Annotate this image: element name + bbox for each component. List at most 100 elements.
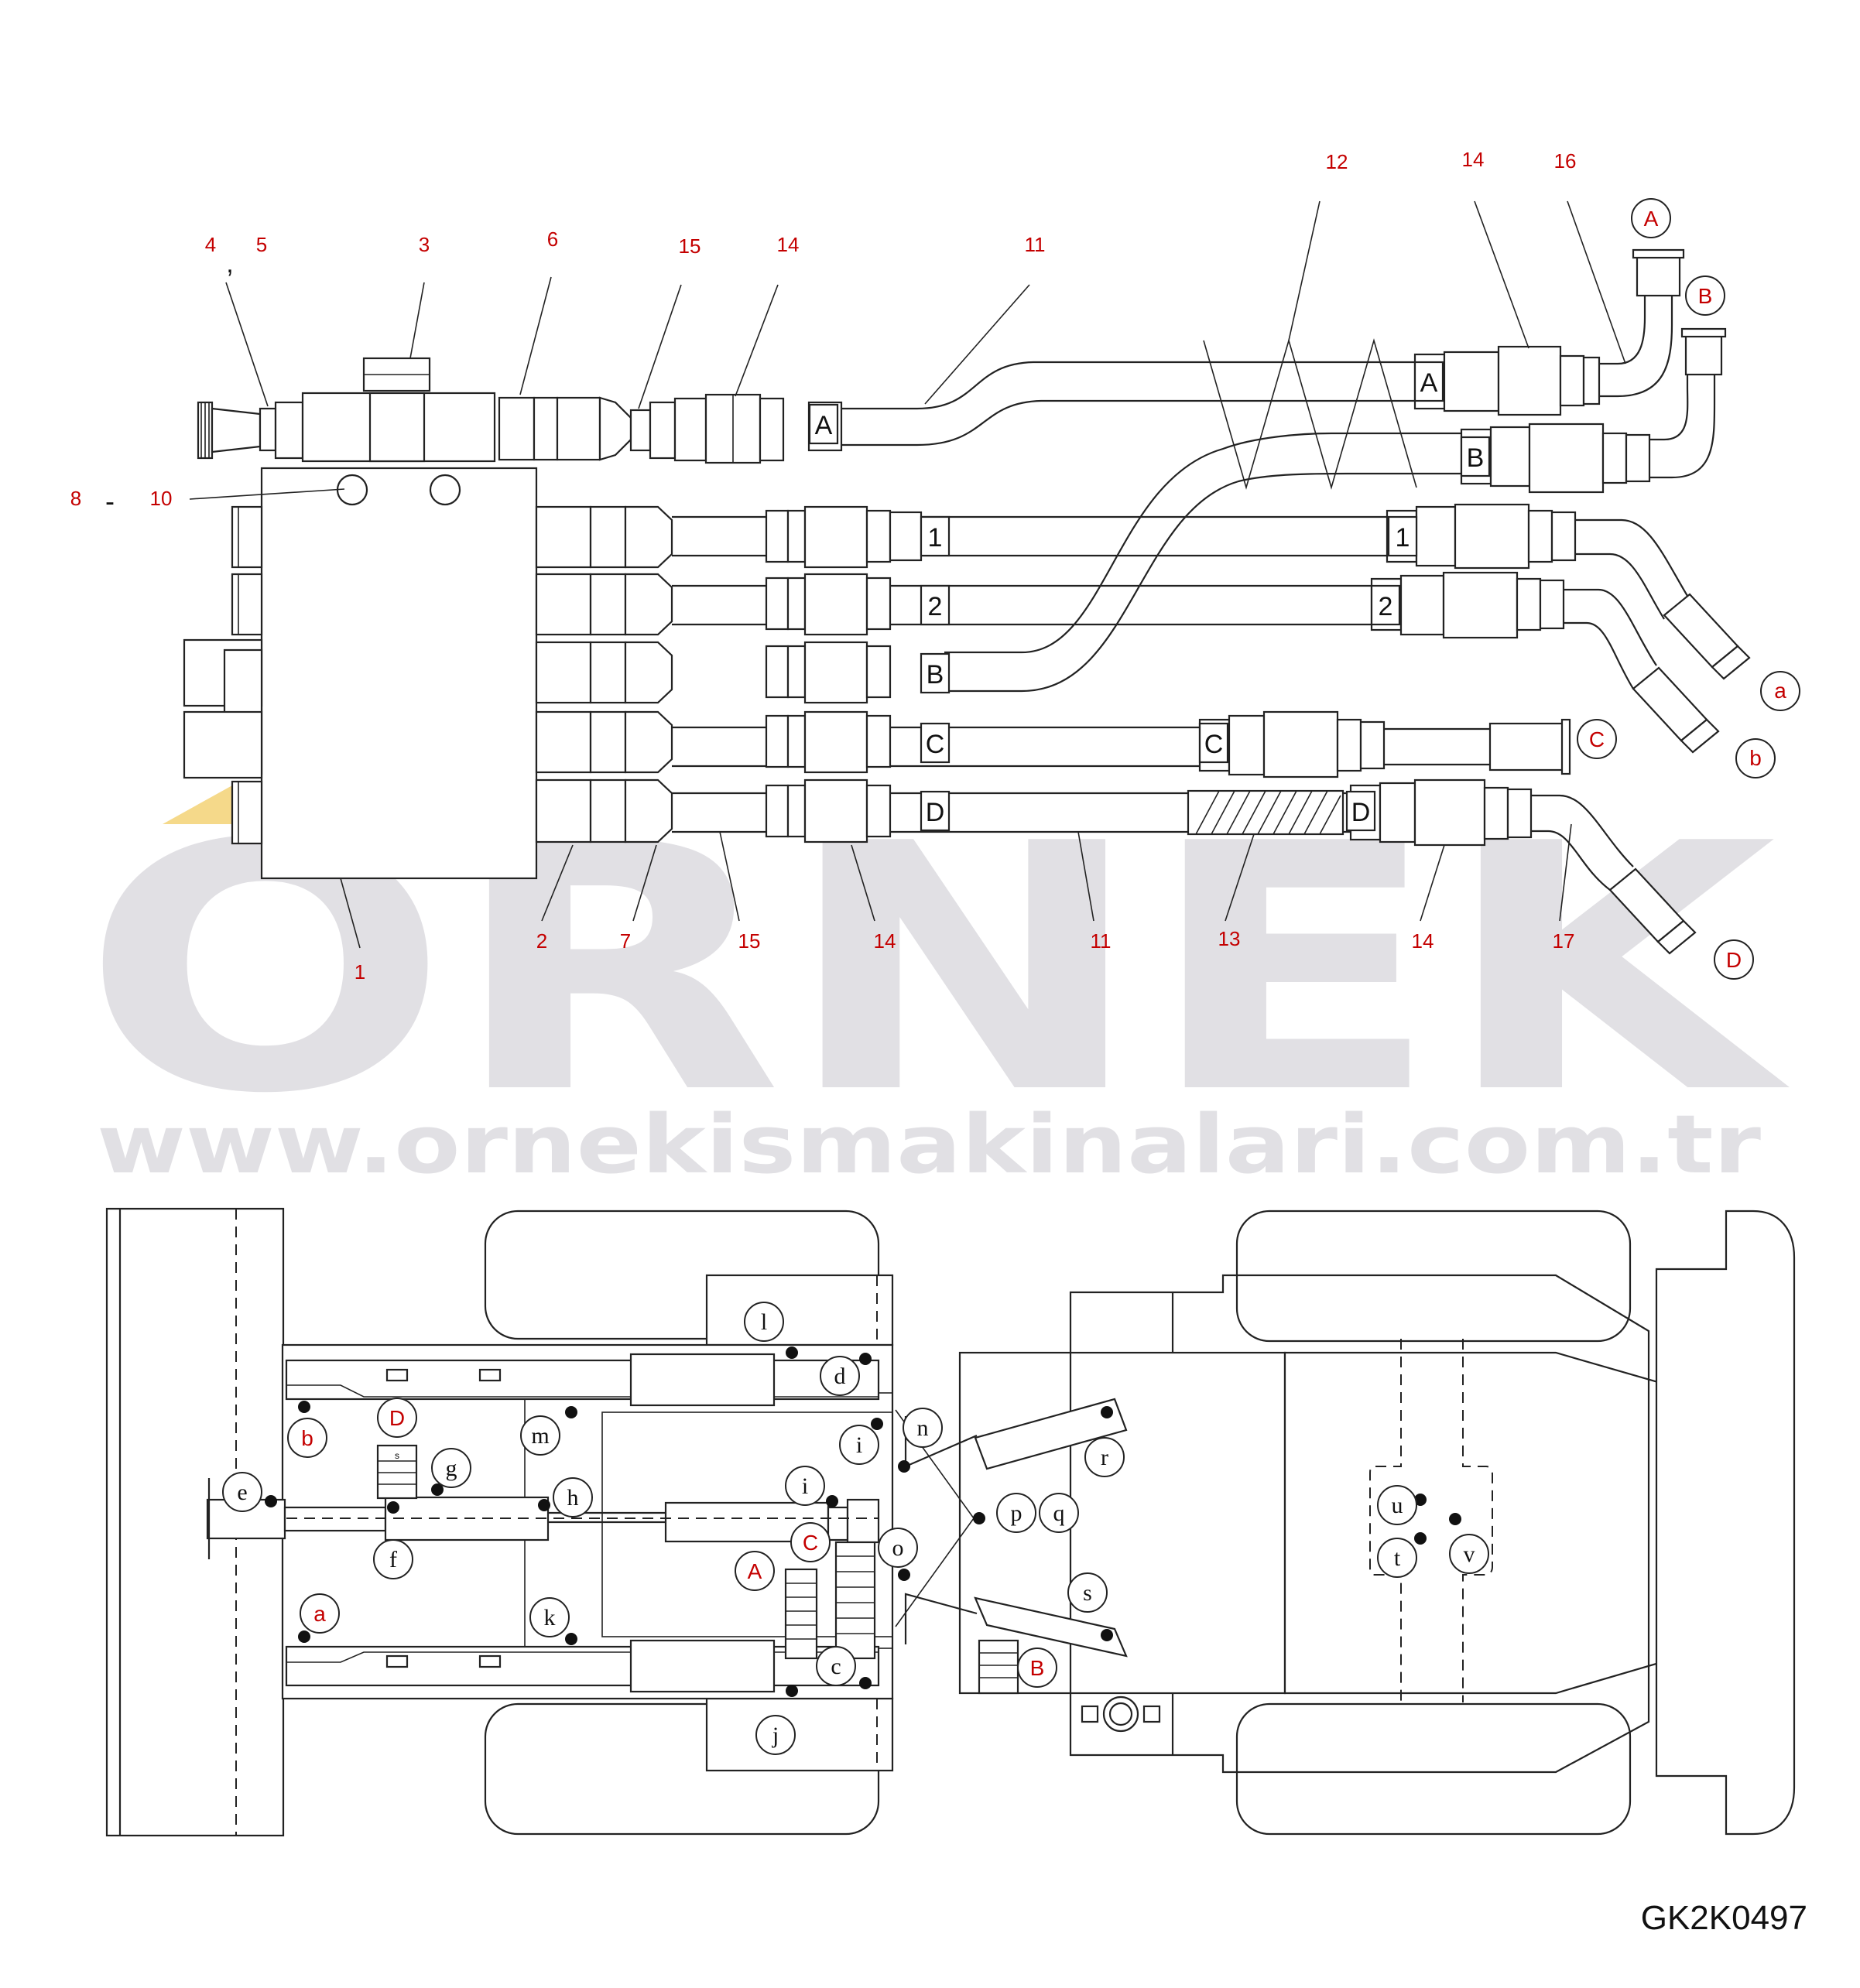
- callout-15-bottom: 15: [738, 929, 761, 953]
- bubble-p: p: [1011, 1500, 1022, 1526]
- front-frame-bottom: [705, 1697, 894, 1772]
- steering-cylinder-bottom: [974, 1596, 1128, 1658]
- tag-D-right-text: D: [1351, 798, 1371, 827]
- valve-block: [260, 467, 538, 880]
- port-B: B: [1698, 284, 1713, 308]
- callout-14-bottom-right: 14: [1412, 929, 1434, 953]
- loader-arm-bottom: [285, 1645, 880, 1687]
- callout-17: 17: [1553, 929, 1575, 953]
- callout-comma: ,: [226, 249, 233, 279]
- tag-C-right: [1198, 722, 1229, 764]
- callout-2: 2: [536, 929, 547, 953]
- callout-4: 4: [205, 233, 216, 256]
- label-plate-text: s: [395, 1450, 399, 1461]
- bubble-d: d: [834, 1364, 846, 1389]
- tag-A-left-text: A: [815, 411, 833, 440]
- tag-2-right-text: 2: [1379, 592, 1393, 621]
- bubble-u: u: [1392, 1493, 1403, 1518]
- callout-7: 7: [620, 929, 631, 953]
- port-C: C: [1589, 727, 1605, 751]
- callout-dash: -: [105, 485, 115, 517]
- tag-A-right: [1413, 361, 1444, 402]
- counterweight: [1655, 1210, 1796, 1836]
- port-b: b: [1749, 746, 1762, 770]
- engine-outline-right: [1462, 1339, 1493, 1702]
- tag-C-left-text: C: [926, 730, 945, 759]
- machine-bubbles: l d b m D g i i n r e h f p q C o A a k …: [222, 1302, 1489, 1755]
- bubble-v: v: [1464, 1541, 1475, 1567]
- tag-D-right: [1345, 790, 1376, 832]
- bubble-h: h: [567, 1485, 579, 1511]
- hose-B-lower-edge: [944, 472, 1461, 693]
- bubble-q: q: [1053, 1500, 1065, 1526]
- bubble-A: A: [748, 1559, 762, 1583]
- callout-16: 16: [1554, 149, 1577, 173]
- leader-lines: [189, 200, 1626, 949]
- bubble-C: C: [803, 1531, 818, 1555]
- bubble-o: o: [892, 1535, 904, 1561]
- bubble-B: B: [1030, 1656, 1045, 1680]
- rear-wheel-top: [1235, 1210, 1632, 1343]
- tag-C-left: [920, 722, 951, 764]
- callouts: 1 2 3 4 , 5 6 7 8 - 10 11 11 12 13 14 14…: [70, 148, 1577, 984]
- top-valve: [197, 357, 843, 464]
- callout-13: 13: [1218, 927, 1241, 950]
- callout-8: 8: [70, 487, 81, 510]
- tag-2-right: [1370, 584, 1401, 626]
- bubble-b: b: [301, 1426, 313, 1450]
- bubble-k: k: [544, 1605, 556, 1630]
- port-circles: A B C D a b: [1577, 198, 1800, 980]
- port-a: a: [1774, 679, 1786, 703]
- bubble-g: g: [446, 1456, 457, 1481]
- loader-arm-top: [285, 1359, 880, 1401]
- tag-1-left: [920, 515, 951, 557]
- callout-6: 6: [547, 228, 558, 251]
- bubble-n: n: [917, 1415, 929, 1441]
- front-frame-top: [705, 1274, 894, 1346]
- bubble-s: s: [1083, 1580, 1092, 1606]
- bubble-j: j: [772, 1723, 779, 1748]
- callout-11-bottom: 11: [1091, 929, 1112, 953]
- tag-D-left-text: D: [926, 798, 945, 827]
- bubble-i-lower: i: [802, 1473, 808, 1499]
- tag-C-right-text: C: [1204, 730, 1224, 759]
- label-plates: s: [376, 1444, 1019, 1695]
- tag-1-left-text: 1: [928, 523, 943, 553]
- tag-1-right-text: 1: [1396, 523, 1410, 553]
- bubble-l: l: [761, 1309, 767, 1335]
- bubble-i-upper: i: [856, 1432, 862, 1458]
- bubble-m: m: [531, 1423, 549, 1449]
- tag-B-right-text: B: [1467, 443, 1485, 473]
- sensor-circle: [1102, 1695, 1139, 1733]
- steering-cylinder-top: [974, 1398, 1128, 1470]
- tag-D-left: [920, 790, 951, 832]
- hose-A-upper-edge: [841, 361, 1415, 410]
- end-plugs: [1608, 593, 1751, 955]
- tag-A-left: [808, 403, 839, 445]
- port-A: A: [1644, 207, 1659, 231]
- bubble-f: f: [389, 1547, 397, 1572]
- rear-wheel-bottom: [1235, 1702, 1632, 1836]
- tag-2-left-text: 2: [928, 592, 943, 621]
- tag-B-left: [920, 652, 951, 694]
- callout-11-top: 11: [1025, 233, 1046, 256]
- callout-10: 10: [150, 487, 173, 510]
- watermark-url: www.ornekismakinalari.com.tr: [97, 1097, 1761, 1192]
- hose-A-lower-edge: [841, 399, 1415, 447]
- tag-2-left: [920, 584, 951, 626]
- valve-left-connectors: [183, 505, 263, 845]
- port-D: D: [1726, 948, 1742, 972]
- hose-tags: A A B 1 1 2 2 B C C D D: [808, 361, 1491, 832]
- callout-3: 3: [419, 233, 430, 256]
- bubble-r: r: [1101, 1445, 1108, 1470]
- callout-12: 12: [1326, 150, 1348, 173]
- callout-1: 1: [355, 960, 365, 984]
- hose-B-upper-edge: [944, 432, 1461, 654]
- bubble-e: e: [237, 1480, 247, 1505]
- bubble-D: D: [389, 1406, 405, 1430]
- bubble-a: a: [313, 1602, 326, 1626]
- bubble-c: c: [831, 1654, 841, 1679]
- callout-15-top: 15: [679, 234, 701, 258]
